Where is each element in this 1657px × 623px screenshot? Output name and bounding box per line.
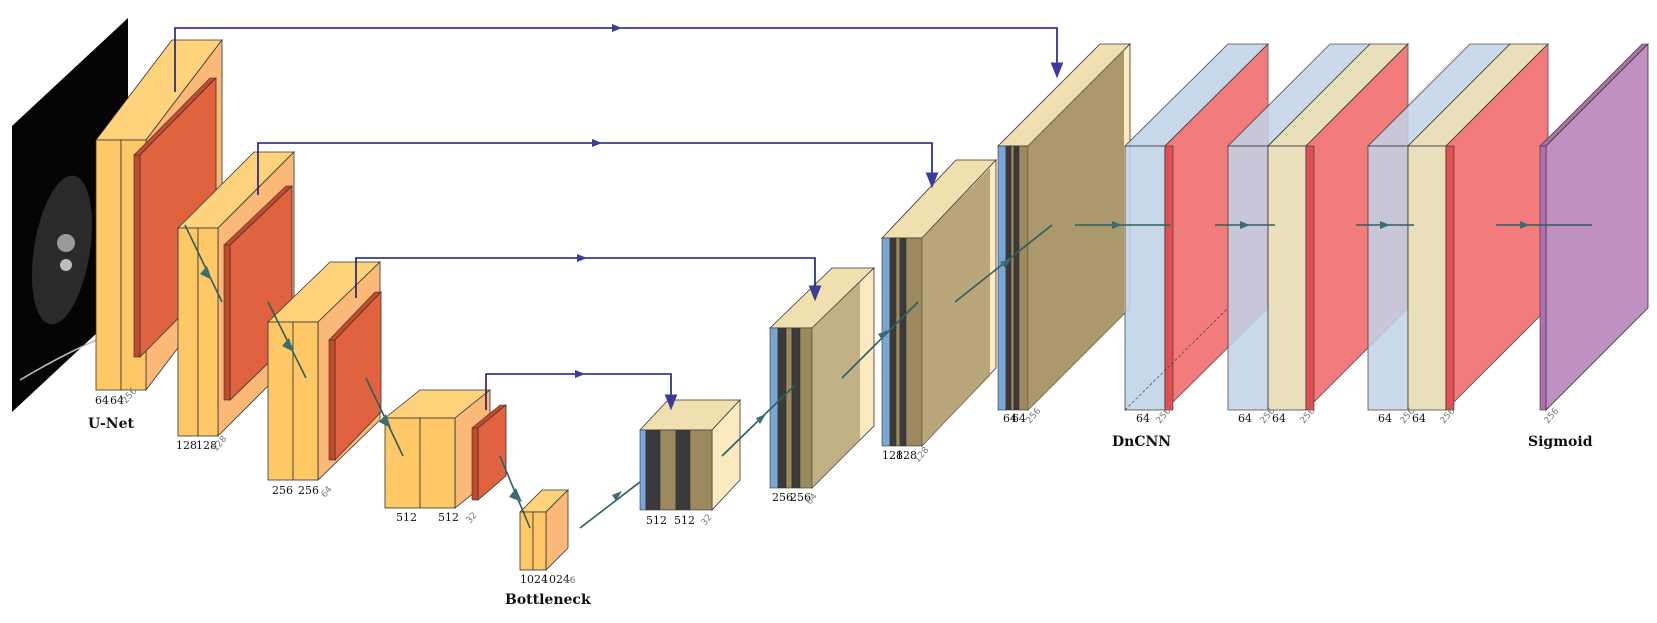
- decoder-block-2: [882, 160, 996, 446]
- enc4-dim-b: 512: [438, 511, 459, 524]
- bott-depth: 16: [564, 576, 576, 586]
- encoder-block-4: [385, 390, 506, 508]
- skip-connection-3: [356, 254, 815, 298]
- enc3-dim-b: 256: [298, 484, 319, 497]
- dn2-dim-a: 64: [1238, 412, 1252, 425]
- dec4-dim-a: 512: [646, 514, 667, 527]
- label-bottleneck: Bottleneck: [505, 592, 591, 608]
- decoder-block-3: [770, 268, 874, 488]
- dn3-dim-b: 64: [1412, 412, 1426, 425]
- enc2-depth: 128: [211, 434, 230, 454]
- flow-bott-dec4: [580, 482, 640, 528]
- enc3-dim-a: 256: [272, 484, 293, 497]
- bottleneck-block: [520, 490, 568, 570]
- dec4-dim-b: 512: [674, 514, 695, 527]
- skip-connection-1: [175, 24, 1057, 92]
- dn1-dim-a: 64: [1136, 412, 1150, 425]
- sigmoid-block: [1540, 44, 1648, 410]
- decoder-block-4: [640, 400, 740, 510]
- enc4-depth: 32: [465, 511, 480, 526]
- dn3-dim-a: 64: [1378, 412, 1392, 425]
- label-unet: U-Net: [88, 416, 134, 432]
- decoder-block-1: [998, 44, 1130, 410]
- label-sigmoid: Sigmoid: [1528, 434, 1593, 450]
- enc3-depth: 64: [320, 485, 335, 500]
- skip-connection-2: [258, 139, 932, 195]
- skip-connection-4: [486, 370, 671, 410]
- enc2-dim-a: 128: [176, 439, 197, 452]
- dn2-dim-b: 64: [1272, 412, 1286, 425]
- enc1-dim-a: 64: [95, 394, 109, 407]
- dec1-dim-b: 64: [1012, 412, 1026, 425]
- dec4-depth: 32: [700, 513, 715, 528]
- label-dncnn: DnCNN: [1112, 434, 1171, 450]
- enc4-dim-a: 512: [396, 511, 417, 524]
